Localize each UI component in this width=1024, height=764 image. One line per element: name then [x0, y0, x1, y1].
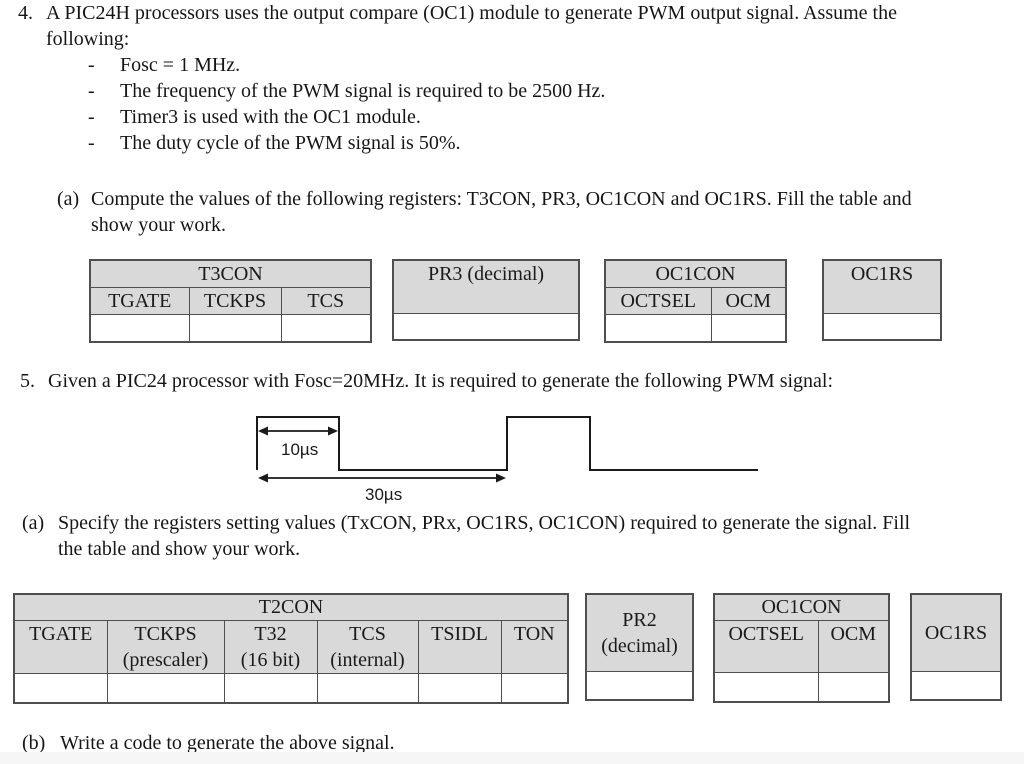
column-header: TGATE: [13, 620, 108, 674]
part-text-line2: the table and show your work.: [58, 538, 301, 560]
q4-text-line2: following:: [46, 28, 130, 50]
bullet-text: The frequency of the PWM signal is requi…: [120, 80, 606, 102]
part-text-line1: Specify the registers setting values (Tx…: [58, 512, 911, 534]
bullet-text: Fosc = 1 MHz.: [120, 54, 241, 76]
column-header: TSIDL: [417, 620, 502, 674]
bullet-dash: -: [88, 106, 95, 128]
table-title-line1: PR2: [622, 608, 657, 631]
oc1con-table: OC1CON OCTSEL OCM: [604, 259, 787, 343]
part-label: (a): [57, 188, 80, 210]
empty-cell: [910, 670, 1002, 701]
table-title: OC1RS: [822, 259, 942, 314]
empty-cell: [13, 673, 108, 703]
table-title: OC1CON: [713, 593, 890, 621]
empty-cell: [817, 672, 890, 702]
q4-text-line1: A PIC24H processors uses the output comp…: [46, 2, 897, 24]
q4-part-a: (a) Compute the values of the following …: [0, 186, 1024, 242]
bullet-dash: -: [88, 132, 95, 154]
column-header-line2: (internal): [330, 649, 405, 671]
arrowhead-left-icon: [258, 473, 268, 483]
oc1rs-table: OC1RS: [822, 259, 942, 341]
column-header-line1: TSIDL: [431, 623, 488, 645]
page-bottom-edge: [0, 752, 1024, 764]
column-header: T32 (16 bit): [223, 620, 318, 674]
q5-part-a: (a) Specify the registers setting values…: [0, 510, 1024, 566]
column-header: OCTSEL: [604, 287, 712, 315]
column-header-line1: TCS: [349, 623, 386, 645]
table-title: T3CON: [89, 259, 372, 288]
q5-number: 5.: [20, 370, 35, 392]
arrowhead-right-icon: [496, 473, 506, 483]
q5-part-b: (b) Write a code to generate the above s…: [0, 730, 1024, 756]
table-title: PR3 (decimal): [392, 259, 580, 314]
column-header: OCTSEL: [713, 620, 819, 673]
table-title-line2: (decimal): [601, 634, 678, 657]
empty-cell: [822, 312, 942, 341]
column-header-line1: TON: [513, 623, 555, 645]
signal-trace: [256, 416, 758, 471]
part-text-line1: Compute the values of the following regi…: [91, 188, 912, 210]
empty-cell: [316, 673, 419, 703]
empty-cell: [223, 673, 318, 703]
column-header: TCKPS (prescaler): [106, 620, 225, 674]
column-header: OCM: [817, 620, 890, 673]
table-title: OC1RS: [910, 593, 1002, 672]
oc1rs-table-2: OC1RS: [910, 593, 1002, 701]
pr2-table: PR2 (decimal): [585, 593, 694, 701]
empty-cell: [500, 673, 569, 703]
bullet-dash: -: [88, 54, 95, 76]
part-text: Write a code to generate the above signa…: [60, 732, 395, 754]
arrowhead-right-icon: [328, 426, 338, 436]
question-4: 4. A PIC24H processors uses the output c…: [0, 0, 1024, 160]
q4-number: 4.: [18, 2, 33, 24]
column-header: TGATE: [89, 287, 190, 315]
empty-cell: [106, 673, 225, 703]
pwm-waveform-diagram: 10µs 30µs: [256, 416, 758, 504]
pulse-width-label: 10µs: [281, 440, 318, 459]
empty-cell: [280, 314, 372, 342]
column-header: TCS: [280, 287, 372, 315]
t2con-table: T2CON TGATE TCKPS (prescaler) T32 (16 bi…: [13, 593, 569, 704]
empty-cell: [713, 672, 819, 702]
bullet-text: Timer3 is used with the OC1 module.: [120, 106, 421, 128]
column-header-line2: (prescaler): [122, 649, 209, 671]
period-label: 30µs: [365, 485, 402, 504]
table-title: OC1CON: [604, 259, 787, 288]
t3con-table: T3CON TGATE TCKPS TCS: [89, 259, 372, 343]
column-header: TCS (internal): [316, 620, 419, 674]
empty-cell: [392, 312, 580, 341]
oc1con-table-2: OC1CON OCTSEL OCM: [713, 593, 890, 703]
q5-text-line1: Given a PIC24 processor with Fosc=20MHz.…: [48, 370, 834, 392]
table-title: T2CON: [13, 593, 569, 621]
column-header-line1: TGATE: [29, 623, 93, 645]
column-header: TCKPS: [188, 287, 282, 315]
part-label: (a): [22, 512, 45, 534]
empty-cell: [604, 314, 712, 342]
column-header: TON: [500, 620, 569, 674]
question-5: 5. Given a PIC24 processor with Fosc=20M…: [0, 368, 1024, 394]
pr3-table: PR3 (decimal): [392, 259, 580, 341]
empty-cell: [585, 670, 694, 701]
column-header-line2: (16 bit): [240, 649, 301, 671]
column-header: OCM: [710, 287, 787, 315]
column-header-line1: T32: [254, 623, 287, 645]
column-header-line1: TCKPS: [134, 623, 197, 645]
bullet-text: The duty cycle of the PWM signal is 50%.: [120, 132, 461, 154]
bullet-dash: -: [88, 80, 95, 102]
table-title: PR2 (decimal): [585, 593, 694, 672]
arrowhead-left-icon: [258, 426, 268, 436]
empty-cell: [89, 314, 190, 342]
part-text-line2: show your work.: [91, 214, 226, 236]
empty-cell: [710, 314, 787, 342]
empty-cell: [188, 314, 282, 342]
part-label: (b): [22, 732, 46, 754]
empty-cell: [417, 673, 502, 703]
